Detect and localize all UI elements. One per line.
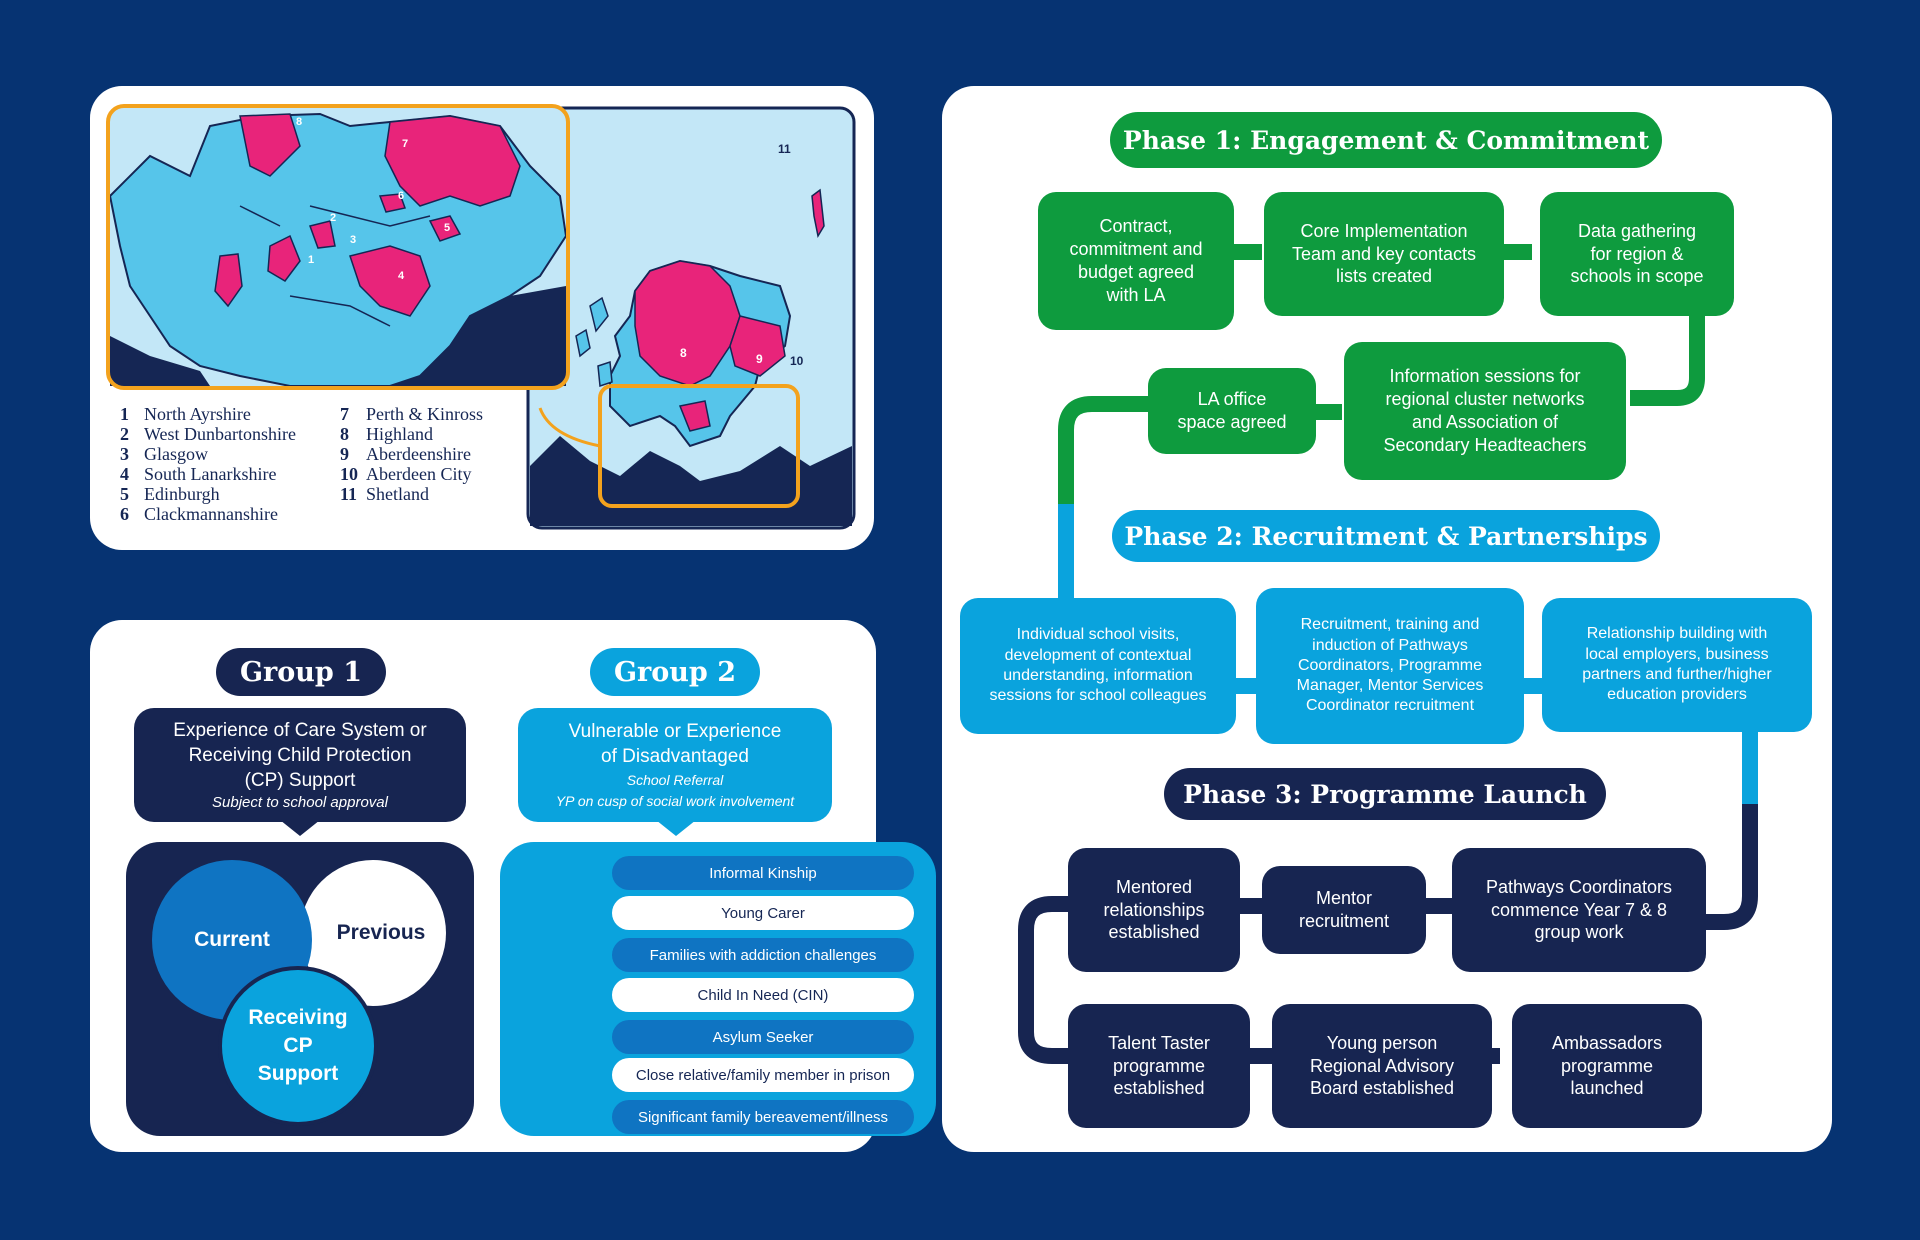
map-label-9-full: 9	[756, 352, 763, 366]
phase3-step-pathways-coordinators: Pathways Coordinators commence Year 7 & …	[1452, 848, 1706, 972]
map-label-1: 1	[308, 254, 315, 266]
group2-subheading: School Referral	[626, 772, 724, 788]
group2-item: Asylum Seeker	[612, 1020, 914, 1054]
phase1-step-contract: Contract, commitment and budget agreed w…	[1038, 192, 1234, 330]
map-label-11-full: 11	[778, 142, 791, 156]
phase3-step-advisory-board: Young person Regional Advisory Board est…	[1272, 1004, 1492, 1128]
group1-heading-line: (CP) Support	[244, 769, 356, 791]
group1-heading-line: Experience of Care System or	[173, 719, 427, 741]
map-label-3: 3	[350, 234, 357, 246]
group2-subheading: YP on cusp of social work involvement	[555, 793, 795, 809]
group1-heading-line: Receiving Child Protection	[188, 744, 412, 766]
phase2-title: Phase 2: Recruitment & Partnerships	[1112, 510, 1660, 562]
phase1-step-la-office: LA office space agreed	[1148, 368, 1316, 454]
map-label-8: 8	[296, 116, 303, 128]
group2-item: Child In Need (CIN)	[612, 978, 914, 1012]
group2-heading-line: of Disadvantaged	[601, 746, 749, 767]
group1-subheading: Subject to school approval	[212, 793, 388, 811]
phase3-step-ambassadors: Ambassadors programme launched	[1512, 1004, 1702, 1128]
group2-item: Informal Kinship	[612, 856, 914, 890]
map-label-5: 5	[444, 222, 451, 234]
phase3-step-talent-taster: Talent Taster programme established	[1068, 1004, 1250, 1128]
phase2-step-relationships: Relationship building with local employe…	[1542, 598, 1812, 732]
phase3-title: Phase 3: Programme Launch	[1164, 768, 1606, 820]
map-label-6: 6	[398, 190, 405, 202]
group2-heading-box: Vulnerable or Experience of Disadvantage…	[518, 708, 832, 822]
map-label-2: 2	[330, 212, 337, 224]
group1-title: Group 1	[216, 648, 386, 696]
phase2-step-recruitment: Recruitment, training and induction of P…	[1256, 588, 1524, 744]
phase3-step-mentor-recruitment: Mentor recruitment	[1262, 866, 1426, 954]
group2-item: Close relative/family member in prison	[612, 1058, 914, 1092]
groups-card: Group 1 Experience of Care System or Rec…	[90, 620, 936, 1152]
scotland-map	[106, 104, 856, 530]
phase1-title: Phase 1: Engagement & Commitment	[1110, 112, 1662, 168]
map-label-8-full: 8	[680, 346, 687, 360]
group2-item: Families with addiction challenges	[612, 938, 914, 972]
group2-title: Group 2	[590, 648, 760, 696]
map-label-7: 7	[402, 138, 409, 150]
group2-item: Significant family bereavement/illness	[612, 1100, 914, 1134]
group2-notch	[656, 820, 696, 836]
group1-notch	[280, 820, 320, 836]
phase1-step-info-sessions: Information sessions for regional cluste…	[1344, 342, 1626, 480]
flow-card: Phase 1: Engagement & Commitment Contrac…	[942, 86, 1832, 1152]
group1-heading-box: Experience of Care System or Receiving C…	[134, 708, 466, 822]
phase1-step-core-team: Core Implementation Team and key contact…	[1264, 192, 1504, 316]
phase3-step-mentored-relationships: Mentored relationships established	[1068, 848, 1240, 972]
phase2-step-school-visits: Individual school visits, development of…	[960, 598, 1236, 734]
map-label-4: 4	[398, 270, 405, 282]
map-label-10-full: 10	[790, 354, 804, 368]
phase1-step-data-gathering: Data gathering for region & schools in s…	[1540, 192, 1734, 316]
group2-item: Young Carer	[612, 896, 914, 930]
venn-receiving-cp-support: Receiving CP Support	[218, 966, 378, 1126]
group2-heading-line: Vulnerable or Experience	[568, 721, 782, 742]
